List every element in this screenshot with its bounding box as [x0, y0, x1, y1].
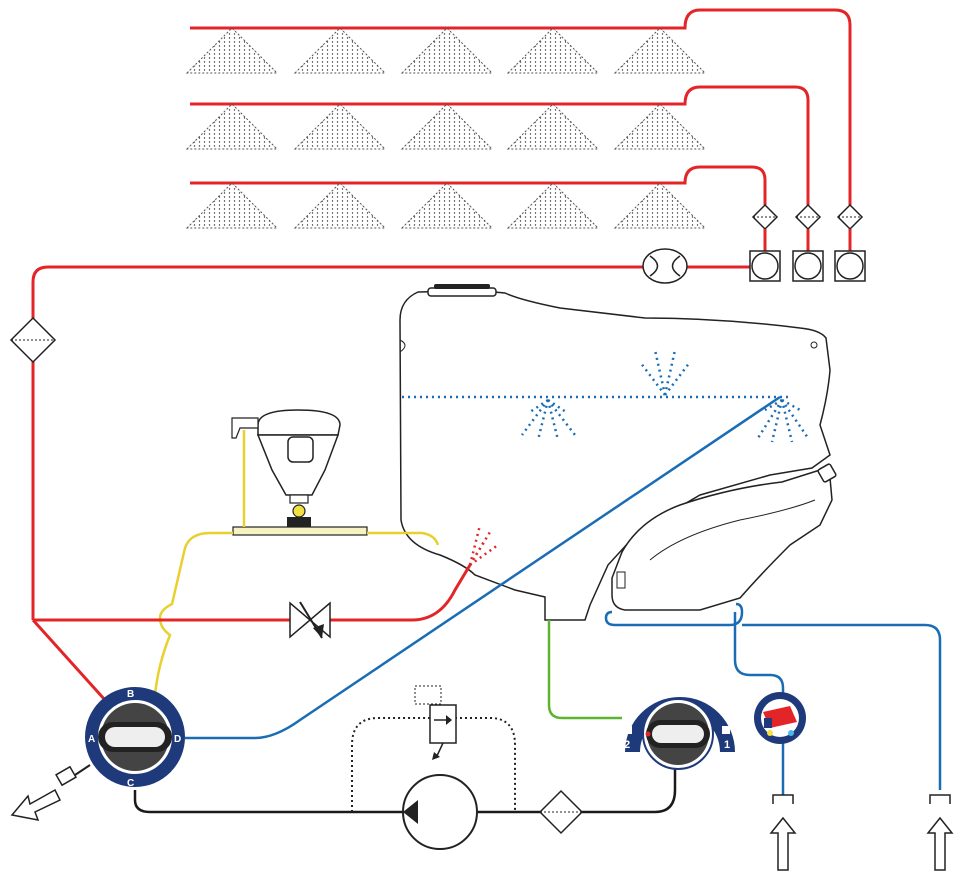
- section-filter-icon: [836, 203, 864, 231]
- agitation-valve-icon[interactable]: [289, 601, 331, 639]
- agitation-nozzle-icon: [468, 524, 499, 567]
- section-valve-icon[interactable]: [834, 250, 866, 282]
- nozzle-fan-icon: [507, 27, 599, 74]
- port-label-d: D: [174, 734, 181, 745]
- section-valve-icon[interactable]: [749, 250, 781, 282]
- nozzle-fan-icon: [186, 103, 278, 150]
- pressure-filter-icon: [9, 316, 57, 364]
- boom-section-2: [186, 85, 810, 205]
- nozzle-fan-icon: [294, 182, 386, 229]
- pressure-selector-valve[interactable]: 2 1: [624, 697, 735, 770]
- nozzle-fan-icon: [614, 182, 706, 229]
- spray-boom: [186, 8, 852, 229]
- rinse-selector-valve[interactable]: [754, 692, 806, 744]
- drain-outlet-icon: [10, 764, 91, 821]
- nozzle-fan-icon: [186, 182, 278, 229]
- port-label-2: 2: [624, 739, 630, 751]
- rinse-tank: [611, 463, 837, 611]
- induction-hopper: [231, 409, 368, 536]
- external-fill-inlet: [769, 794, 797, 871]
- port-label-1: 1: [724, 739, 730, 751]
- nozzle-fan-icon: [401, 182, 493, 229]
- tank-rinse-nozzles: [402, 349, 810, 443]
- nozzle-fan-icon: [614, 103, 706, 150]
- flow-meter-icon: [642, 248, 688, 284]
- main-tank: [399, 284, 831, 621]
- section-filter-icon: [751, 203, 779, 231]
- pump-icon: [402, 774, 478, 850]
- port-label-c: C: [127, 778, 134, 789]
- rinse-nozzle-icon: [520, 398, 576, 441]
- nozzle-fan-icon: [401, 103, 493, 150]
- boom-section-1: [186, 8, 852, 205]
- section-valve-icon[interactable]: [792, 250, 824, 282]
- rinse-nozzle-icon: [756, 398, 810, 443]
- nozzle-fan-icon: [507, 182, 599, 229]
- section-valves: [749, 250, 866, 282]
- port-label-b: B: [127, 689, 134, 700]
- section-filter-icon: [794, 203, 822, 231]
- boom-section-3: [186, 165, 767, 229]
- section-filters: [751, 203, 864, 251]
- nozzle-fan-icon: [294, 27, 386, 74]
- nozzle-fan-icon: [401, 27, 493, 74]
- nozzle-fan-icon: [186, 27, 278, 74]
- nozzle-fan-icon: [507, 103, 599, 150]
- suction-filter-icon: [538, 789, 584, 835]
- rinse-nozzle-icon: [639, 349, 691, 396]
- relief-valve-icon: [414, 685, 457, 760]
- suction-selector-valve[interactable]: B A C D: [85, 687, 185, 789]
- nozzle-fan-icon: [294, 103, 386, 150]
- rinse-water-inlet: [926, 794, 954, 871]
- nozzle-fan-icon: [614, 27, 706, 74]
- port-label-a: A: [88, 734, 95, 745]
